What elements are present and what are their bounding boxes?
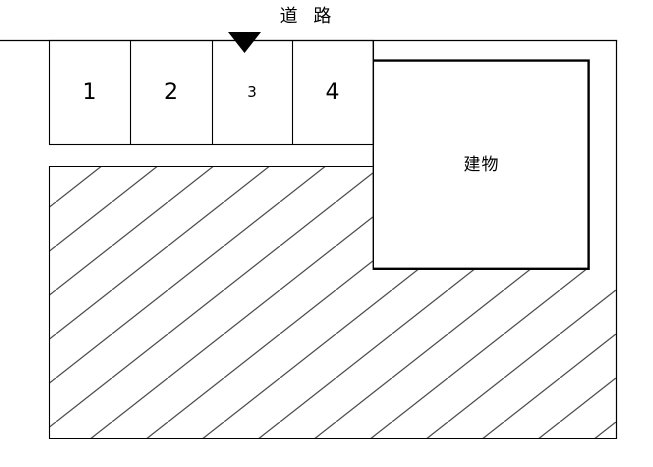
down-triangle-icon	[228, 32, 261, 53]
hatched-area-border	[48, 165, 617, 440]
building-outline	[373, 59, 590, 270]
hatched-area	[49, 166, 616, 439]
parking-row-outline	[48, 39, 375, 146]
